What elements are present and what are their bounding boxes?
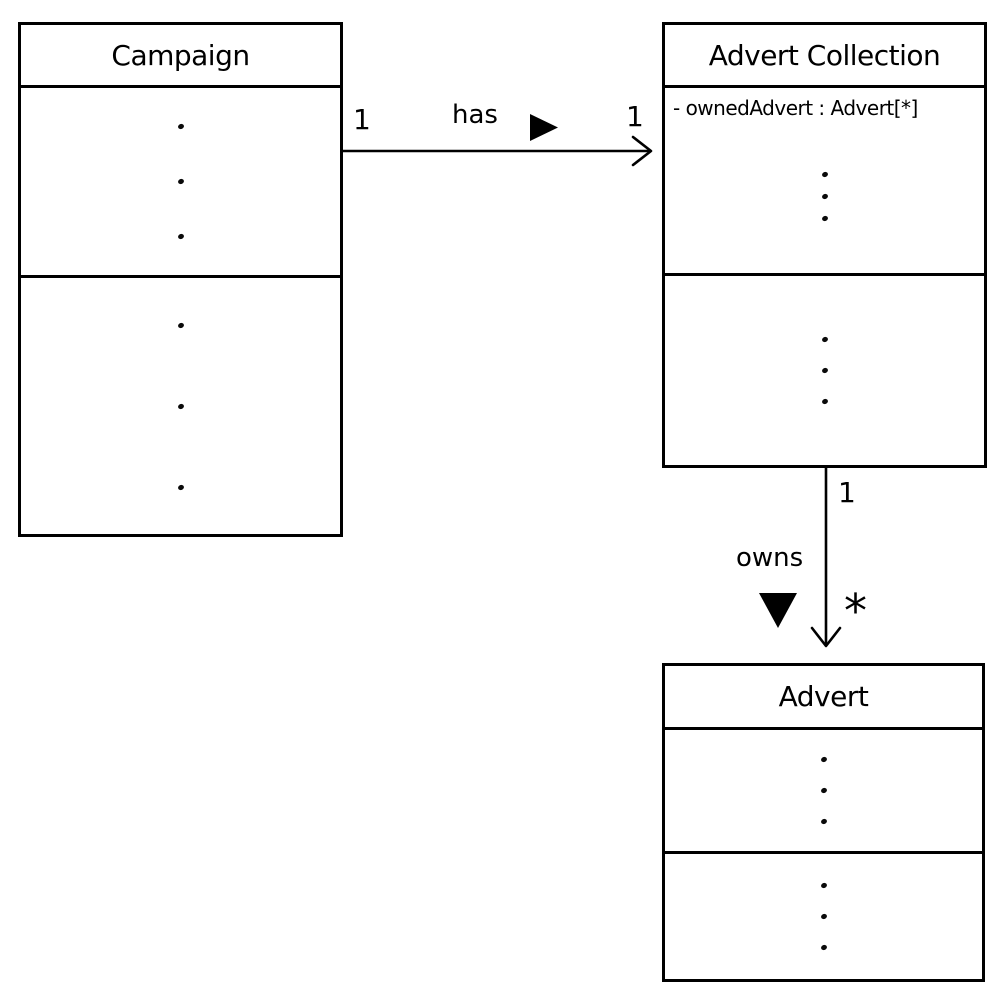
class-campaign-title: Campaign xyxy=(21,25,340,88)
class-campaign-operations xyxy=(21,278,340,534)
attribute-placeholder-dots xyxy=(21,88,340,275)
class-advert-attributes xyxy=(665,730,982,854)
class-advert-operations xyxy=(665,854,982,979)
placeholder-dot xyxy=(820,398,829,405)
placeholder-dot xyxy=(820,193,829,200)
attribute-placeholder-dots xyxy=(665,730,982,851)
class-advert-collection-attributes: - ownedAdvert : Advert[*] xyxy=(665,88,984,276)
placeholder-dot xyxy=(176,123,185,130)
owns-source-multiplicity: 1 xyxy=(838,476,856,509)
operation-placeholder-dots xyxy=(21,278,340,534)
class-advert-collection: Advert Collection - ownedAdvert : Advert… xyxy=(662,22,987,468)
has-association-label: has xyxy=(452,100,498,130)
attribute-owned-advert: - ownedAdvert : Advert[*] xyxy=(673,96,918,120)
placeholder-dot xyxy=(820,336,829,343)
operation-placeholder-dots xyxy=(665,854,982,979)
placeholder-dot xyxy=(820,171,829,178)
placeholder-dot xyxy=(819,913,828,920)
attribute-placeholder-dots xyxy=(665,120,984,273)
owns-association-label: owns xyxy=(736,543,804,573)
owns-direction-down-triangle-icon xyxy=(759,593,797,628)
placeholder-dot xyxy=(820,367,829,374)
placeholder-dot xyxy=(176,178,185,185)
class-campaign: Campaign xyxy=(18,22,343,537)
class-advert: Advert xyxy=(662,663,985,982)
placeholder-dot xyxy=(176,321,185,329)
placeholder-dot xyxy=(819,944,828,951)
has-target-multiplicity: 1 xyxy=(626,100,644,133)
class-advert-collection-operations xyxy=(665,276,984,465)
has-source-multiplicity: 1 xyxy=(353,103,371,136)
placeholder-dot xyxy=(819,756,828,763)
owns-target-multiplicity: * xyxy=(844,584,867,638)
placeholder-dot xyxy=(820,215,829,222)
class-campaign-attributes xyxy=(21,88,340,278)
owns-open-arrowhead-icon xyxy=(810,626,842,648)
operation-placeholder-dots xyxy=(665,276,984,465)
placeholder-dot xyxy=(819,882,828,889)
class-advert-collection-title: Advert Collection xyxy=(665,25,984,88)
class-advert-title: Advert xyxy=(665,666,982,730)
placeholder-dot xyxy=(176,483,185,491)
has-direction-right-triangle-icon xyxy=(530,114,558,141)
placeholder-dot xyxy=(819,818,828,825)
placeholder-dot xyxy=(819,787,828,794)
placeholder-dot xyxy=(176,233,185,240)
placeholder-dot xyxy=(176,402,185,410)
has-open-arrowhead-icon xyxy=(631,135,653,167)
